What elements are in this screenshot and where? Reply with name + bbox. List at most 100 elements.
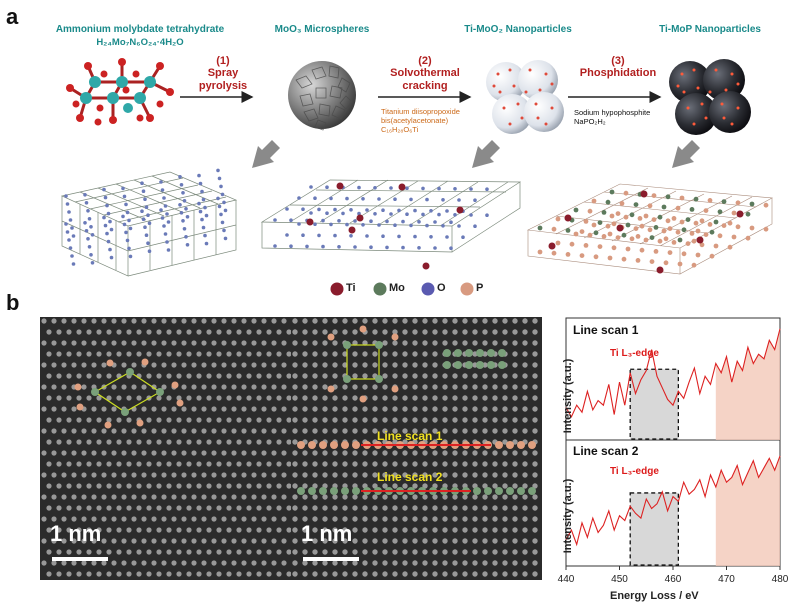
atom-column: [322, 362, 328, 368]
atom-column: [281, 428, 287, 434]
atom-column: [66, 439, 72, 445]
lattice-atom-mop: [661, 204, 667, 210]
atom-column: [352, 461, 358, 467]
eels-series-line: [565, 455, 781, 547]
atom-column: [286, 461, 291, 467]
atom-column: [96, 329, 102, 335]
atom-column: [332, 538, 338, 544]
atom-column: [362, 406, 368, 412]
atom-column: [166, 373, 172, 379]
atom-column: [46, 351, 52, 357]
lattice-atom-mop: [605, 199, 611, 205]
overlay-atom-p: [104, 421, 112, 429]
atom-column: [432, 329, 438, 335]
atom-column: [246, 395, 252, 401]
atom-column: [51, 516, 57, 522]
atom-column: [146, 329, 152, 335]
atom-column: [236, 439, 242, 445]
atom-column: [41, 560, 47, 566]
atom-column: [71, 472, 77, 478]
atom-column: [221, 560, 227, 566]
atom-column: [166, 395, 172, 401]
scan-1-atom: [297, 441, 305, 449]
lattice-atom-ti: [548, 242, 556, 250]
atom-column: [176, 527, 182, 533]
lattice-atom-o: [222, 228, 226, 233]
atom-column: [432, 494, 438, 500]
atom-column: [71, 362, 77, 368]
overlay-atom-mo: [375, 375, 383, 383]
lattice-atom-o: [143, 197, 147, 201]
lattice-atom-o: [401, 219, 405, 224]
atom-column: [201, 560, 207, 566]
lattice-atom-mop: [551, 226, 557, 232]
atom-column: [532, 472, 538, 478]
lattice-atom-mop: [671, 216, 677, 221]
atom-column: [51, 362, 57, 368]
lattice-atom-p: [649, 259, 655, 264]
atom-column: [221, 318, 227, 324]
atom-column: [146, 461, 152, 467]
lattice-atom-ti: [656, 266, 664, 274]
atom-column: [432, 516, 438, 522]
atom-column: [502, 527, 508, 533]
atom-column: [342, 362, 348, 368]
atom-column: [372, 571, 378, 577]
lattice-atom-mop: [681, 227, 687, 233]
lattice-atom-o: [441, 224, 445, 228]
atom-column: [432, 527, 438, 533]
atom-column: [532, 571, 538, 577]
lattice-atom-o: [413, 234, 417, 239]
lattice-atom-o: [433, 220, 437, 224]
atom-column: [121, 340, 127, 346]
step-1: (1) Spray pyrolysis: [178, 55, 268, 93]
atom-column: [442, 340, 448, 346]
atom-column: [452, 450, 458, 456]
atom-column: [56, 461, 62, 467]
atom-column: [86, 417, 92, 423]
atom-column: [332, 351, 338, 357]
atom-column: [482, 406, 488, 412]
atom-column: [472, 527, 478, 533]
atom-column: [362, 560, 368, 566]
lattice-atom-o: [373, 212, 377, 216]
overlay-atom-mo: [443, 349, 451, 357]
lattice-atom-o: [409, 223, 413, 228]
lattice-atom-mop: [667, 226, 673, 232]
lattice-atom-o: [469, 187, 473, 191]
atom-column: [131, 340, 137, 346]
lattice-atom-mop: [677, 237, 683, 243]
atom-column: [186, 505, 192, 511]
atom-column: [442, 516, 448, 522]
atom-column: [211, 428, 217, 434]
atom-column: [302, 483, 308, 489]
atom-column: [91, 428, 97, 434]
atom-column: [231, 406, 237, 412]
atom-column: [502, 538, 508, 544]
precursor-molecule: [66, 58, 174, 126]
atom-column: [472, 461, 478, 467]
atom-column: [106, 329, 112, 335]
atom-column: [211, 450, 217, 456]
scan-2-atom: [297, 487, 305, 495]
scan-1-atom: [341, 441, 349, 449]
atom-column: [116, 571, 122, 577]
atom-column: [196, 417, 202, 423]
atom-column: [106, 527, 112, 533]
atom-column: [422, 395, 428, 401]
atom-column: [111, 538, 117, 544]
atom-column: [256, 527, 262, 533]
atom-column: [91, 494, 97, 500]
atom-column: [96, 549, 102, 555]
atom-column: [312, 538, 318, 544]
atom-column: [372, 395, 378, 401]
lattice-atom-mop: [717, 209, 723, 215]
lattice-atom-o: [159, 180, 163, 184]
atom-column: [176, 483, 182, 489]
lattice-atom-p: [663, 260, 669, 266]
atom-column: [271, 516, 277, 522]
atom-column: [56, 505, 62, 511]
lattice-atom-o: [83, 221, 87, 225]
atom-column: [81, 450, 87, 456]
scan-1-atom: [495, 441, 503, 449]
